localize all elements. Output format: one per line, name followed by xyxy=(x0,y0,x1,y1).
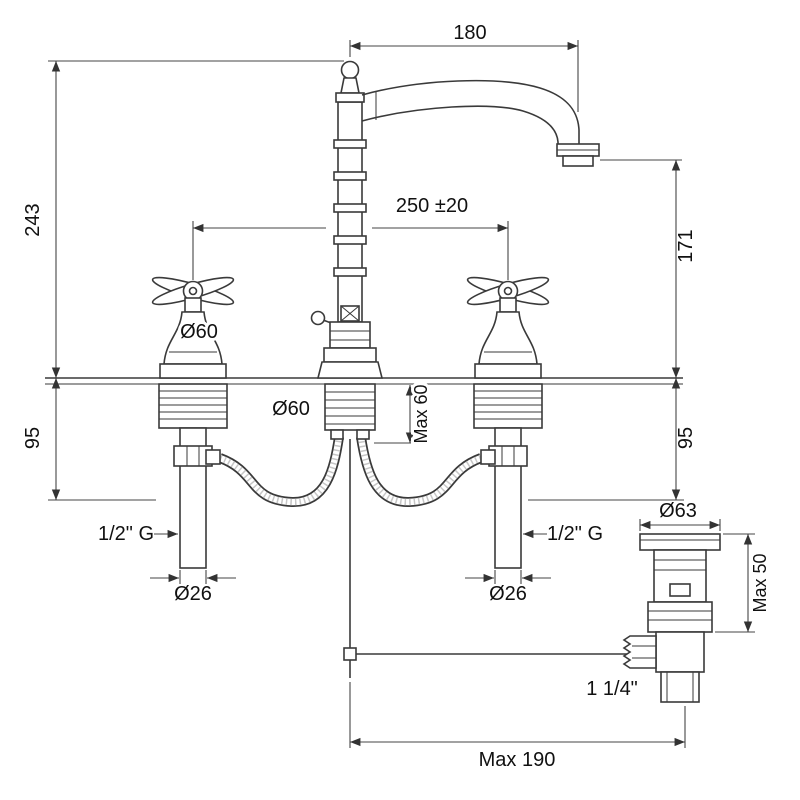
dimension-max60: Max 60 xyxy=(374,381,434,447)
dimension-180: 180 xyxy=(349,22,579,112)
dimension-max50: Max 50 xyxy=(715,533,770,633)
dim-label-handle-spacing: 250 ±20 xyxy=(396,195,468,217)
dim-label-under-left: 95 xyxy=(22,427,44,449)
dimension-d26-right: Ø26 xyxy=(465,570,551,605)
dim-label-handle-diameter: Ø60 xyxy=(180,321,218,343)
dim-label-total-height: 243 xyxy=(22,203,44,236)
dimension-d63: Ø63 xyxy=(639,500,721,531)
spout-outer-curve xyxy=(361,79,580,146)
dimension-95-right: 95 xyxy=(528,378,697,501)
dimension-171: 171 xyxy=(600,159,697,378)
supply-tail-left xyxy=(158,383,228,569)
dim-label-waste-flange: Ø63 xyxy=(659,500,697,522)
dim-label-rod-reach: Max 190 xyxy=(479,749,556,771)
dim-label-body-diameter: Ø60 xyxy=(272,398,310,420)
dim-label-thread-left: 1/2" G xyxy=(98,523,154,545)
dim-label-waste-deck-max: Max 50 xyxy=(750,553,770,612)
dim-label-deck-thickness: Max 60 xyxy=(411,384,431,443)
dim-label-tail-diameter-right: Ø26 xyxy=(489,583,527,605)
dim-label-spout-height: 171 xyxy=(675,229,697,262)
dimension-243: 243 xyxy=(22,60,344,378)
dimension-thread-left: 1/2" G xyxy=(98,523,178,545)
dim-label-under-right: 95 xyxy=(675,427,697,449)
dimension-250: 250 ±20 xyxy=(192,192,509,280)
supply-tail-right xyxy=(473,383,543,569)
spout-inner-curve xyxy=(361,105,559,146)
dim-label-spout-reach: 180 xyxy=(453,22,486,44)
pop-up-rod xyxy=(343,439,627,678)
dim-label-waste-thread: 1 1/4" xyxy=(586,678,638,700)
countertop-lines xyxy=(45,377,683,385)
escutcheon xyxy=(316,361,384,379)
flexible-hoses xyxy=(218,436,483,508)
pop-up-knob xyxy=(310,310,326,326)
dimension-thread-right: 1/2" G xyxy=(523,523,603,545)
drain-assembly xyxy=(622,533,721,703)
spout-column xyxy=(310,60,600,379)
center-underdeck-body xyxy=(324,383,376,440)
dim-label-tail-diameter-left: Ø26 xyxy=(174,583,212,605)
dimension-d26-left: Ø26 xyxy=(150,570,236,605)
dim-label-thread-right: 1/2" G xyxy=(547,523,603,545)
aerator xyxy=(562,155,594,167)
dimension-95-left: 95 xyxy=(22,378,156,501)
finial-ball xyxy=(340,60,360,80)
handle-left xyxy=(151,276,235,379)
dimension-max190: Max 190 xyxy=(349,682,686,771)
handle-right xyxy=(466,276,550,379)
